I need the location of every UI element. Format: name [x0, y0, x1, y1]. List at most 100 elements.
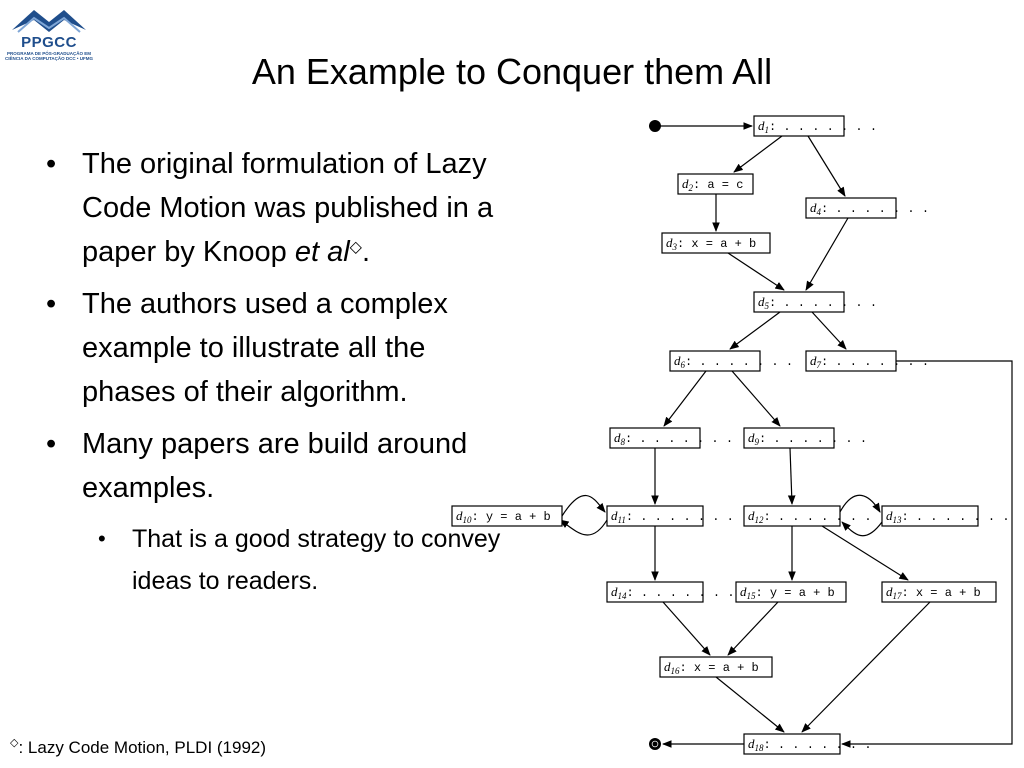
cfg-node-box — [677, 173, 754, 195]
edge-d14-d16 — [662, 601, 711, 656]
cfg-node-label: d7: . . . . . . . — [810, 353, 929, 370]
cfg-node-d5: d5: . . . . . . . — [753, 291, 877, 313]
cfg-node-box — [735, 581, 847, 603]
cfg-node-d15: d15: y = a + b — [735, 581, 847, 603]
cfg-node-label: d15: y = a + b — [740, 584, 835, 601]
cfg-node-box — [609, 427, 701, 449]
edge-d5-d7 — [811, 311, 847, 350]
cfg-node-label: d13: . . . . . . . — [886, 508, 1010, 525]
footnote-diamond-icon: ◇ — [10, 737, 19, 749]
cfg-node-box — [753, 115, 845, 137]
cfg-node-box — [743, 505, 841, 527]
ppgcc-logo: PPGCC PROGRAMA DE PÓS-GRADUAÇÃO EM CIÊNC… — [4, 4, 94, 66]
bullet-text-end: . — [361, 236, 371, 268]
bullet-text: The original formulation of Lazy Code Mo… — [82, 148, 494, 268]
edge-d9-d12 — [787, 447, 796, 505]
edge-d11-d10 — [559, 519, 608, 536]
cfg-node-box — [743, 427, 835, 449]
logo-subtext: PROGRAMA DE PÓS-GRADUAÇÃO EM CIÊNCIA DA … — [5, 51, 93, 61]
cfg-node-label: d11: . . . . . . . — [611, 508, 734, 525]
cfg-node-label: d16: x = a + b — [664, 659, 759, 676]
cfg-node-label: d1: . . . . . . . — [758, 118, 877, 135]
edge-d17-d18 — [801, 601, 931, 733]
sub-bullet-text: That is a good strategy to convey ideas … — [132, 525, 501, 595]
cfg-node-d11: d11: . . . . . . . — [606, 505, 734, 527]
cfg-node-d6: d6: . . . . . . . — [669, 350, 793, 372]
bullet-list: • The original formulation of Lazy Code … — [40, 142, 510, 602]
cfg-node-label: d5: . . . . . . . — [758, 294, 877, 311]
footnote: ◇: Lazy Code Motion, PLDI (1992) — [10, 737, 267, 758]
footnote-text: : Lazy Code Motion, PLDI (1992) — [18, 738, 267, 757]
bullet-emphasis: et al — [294, 236, 350, 268]
slide-title: An Example to Conquer them All — [251, 51, 773, 92]
cfg-node-d1: d1: . . . . . . . — [753, 115, 877, 137]
exit-node-core-icon — [652, 741, 658, 747]
cfg-node-box — [661, 232, 771, 254]
cfg-node-label: d2: a = c — [682, 176, 743, 193]
bullet-dot: • — [46, 428, 57, 460]
cfg-node-box — [606, 505, 704, 527]
cfg-node-box — [753, 291, 845, 313]
cfg-node-d16: d16: x = a + b — [659, 656, 773, 678]
cfg-node-box — [805, 197, 897, 219]
cfg-edges — [559, 122, 1013, 748]
cfg-nodes: d1: . . . . . . . d2: a = c d3: x = a + b d… — [451, 115, 1010, 755]
logo-emblem-icon — [12, 10, 86, 33]
cfg-node-d10: d10: y = a + b — [451, 505, 563, 527]
diamond-icon: ◇ — [349, 239, 362, 256]
edge-d4-d5 — [805, 217, 849, 291]
edge-d5-d6 — [729, 311, 781, 350]
cfg-node-label: d17: x = a + b — [886, 584, 981, 601]
cfg-node-box — [743, 733, 841, 755]
sub-bullet-dot: • — [98, 526, 106, 551]
edge-d16-d18 — [715, 676, 785, 733]
bullet-item: • The original formulation of Lazy Code … — [40, 142, 510, 274]
bullet-item: • The authors used a complex example to … — [40, 282, 510, 414]
cfg-node-box — [669, 350, 761, 372]
edge-d6-d9 — [731, 370, 781, 427]
entry-node-icon — [649, 120, 661, 132]
cfg-node-box — [805, 350, 897, 372]
sub-bullet-item: • That is a good strategy to convey idea… — [40, 518, 510, 602]
cfg-node-box — [451, 505, 563, 527]
edge-d15-d16 — [727, 601, 779, 656]
edge-d13-d12 — [841, 521, 883, 537]
bullet-dot: • — [46, 148, 57, 180]
cfg-node-label: d9: . . . . . . . — [748, 430, 867, 447]
cfg-node-d3: d3: x = a + b — [661, 232, 771, 254]
cfg-node-box — [881, 581, 997, 603]
cfg-node-d2: d2: a = c — [677, 173, 754, 195]
cfg-node-label: d8: . . . . . . . — [614, 430, 733, 447]
bullet-text: The authors used a complex example to il… — [82, 288, 448, 408]
edge-d12-d17 — [821, 525, 909, 581]
cfg-node-label: d3: x = a + b — [666, 235, 756, 252]
cfg-node-label: d12: . . . . . . . — [748, 508, 872, 525]
logo-text: PPGCC — [21, 34, 77, 51]
cfg-node-d12: d12: . . . . . . . — [743, 505, 872, 527]
edge-d1-d2 — [733, 135, 783, 173]
bullet-item: • Many papers are build around examples. — [40, 422, 510, 510]
bullet-text: Many papers are build around examples. — [82, 428, 468, 504]
edge-d12-d13 — [839, 494, 881, 513]
cfg-node-box — [606, 581, 704, 603]
cfg-node-label: d18: . . . . . . . — [748, 736, 872, 753]
cfg-node-label: d4: . . . . . . . — [810, 200, 929, 217]
cfg-node-d13: d13: . . . . . . . — [881, 505, 1010, 527]
cfg-node-d17: d17: x = a + b — [881, 581, 997, 603]
cfg-node-label: d14: . . . . . . . — [611, 584, 735, 601]
edge-d6-d8 — [663, 370, 707, 427]
cfg-node-label: d10: y = a + b — [456, 508, 551, 525]
cfg-node-d8: d8: . . . . . . . — [609, 427, 733, 449]
cfg-node-d7: d7: . . . . . . . — [805, 350, 929, 372]
edge-d10-d11 — [561, 494, 606, 517]
edge-d7-d18 — [841, 360, 1013, 748]
edge-d1-d4 — [807, 135, 846, 197]
cfg-node-box — [881, 505, 979, 527]
cfg-node-d4: d4: . . . . . . . — [805, 197, 929, 219]
cfg-node-d14: d14: . . . . . . . — [606, 581, 735, 603]
cfg-node-d18: d18: . . . . . . . — [743, 733, 872, 755]
cfg-node-label: d6: . . . . . . . — [674, 353, 793, 370]
cfg-node-d9: d9: . . . . . . . — [743, 427, 867, 449]
cfg-node-box — [659, 656, 773, 678]
